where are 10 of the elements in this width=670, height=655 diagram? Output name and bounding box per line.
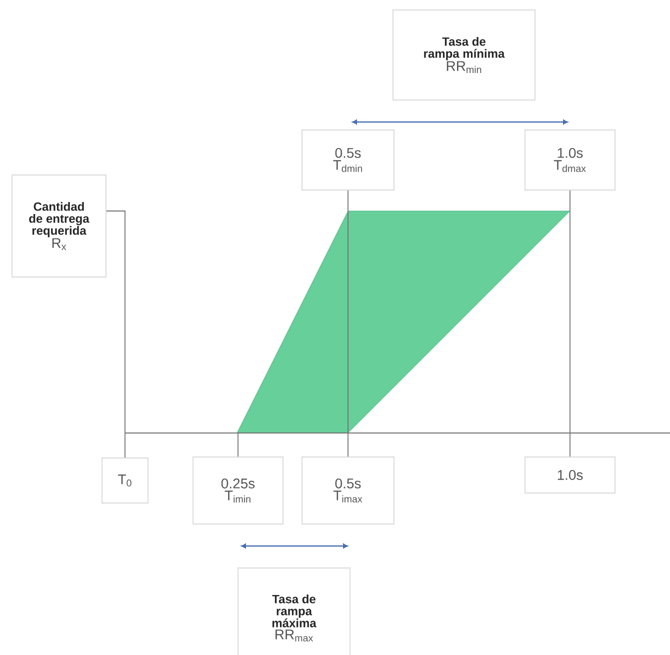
label-box: 0.5s T$_{imax}$ (302, 456, 394, 524)
label-box: 0.5s T$_{dmin}$ (302, 130, 394, 190)
label-box: 1.0s (524, 456, 616, 494)
label-box: Tasa de rampa mínima RR$_{min}$ (392, 10, 536, 100)
label-box: T$_{0}$ (102, 458, 148, 504)
label-box: Tasa de rampa máxima RR$_{max}$ (238, 568, 350, 655)
label-box: 1.0s T$_{dmax}$ (524, 130, 616, 190)
label-box: Cantidad de entrega requerida R$_{x}$ (12, 174, 106, 278)
label-box: 0.25s T$_{imin}$ (192, 456, 284, 524)
axis (106, 210, 126, 458)
